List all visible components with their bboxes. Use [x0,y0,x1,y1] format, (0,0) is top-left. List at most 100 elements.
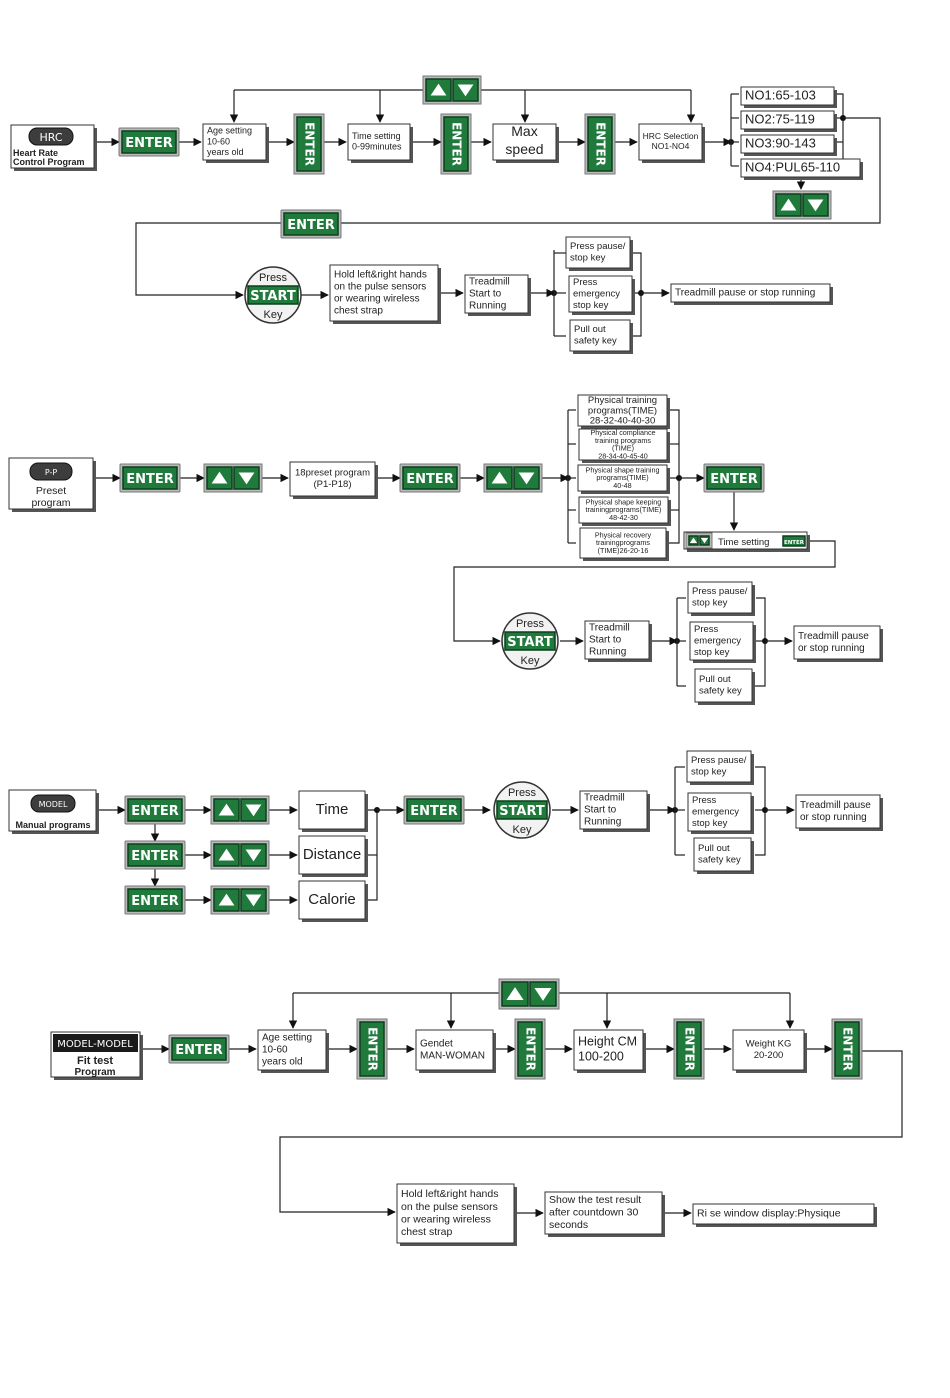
hrc-stop-pause-frame [565,236,631,269]
manual-updown-3[interactable] [210,885,270,915]
hrc-enter-4[interactable]: ENTER [584,113,616,175]
pp-time-label: Time setting [718,537,769,548]
fit-show-result-frame [544,1191,663,1235]
fit-enter-1[interactable]: ENTER [168,1034,230,1064]
fit-hold-hands-line: on the pulse sensors [401,1201,498,1213]
hrc-updown-right[interactable] [772,190,832,220]
manual-stop-emergency-line: Press [692,795,717,806]
fit-label: Program [74,1067,115,1078]
hrc-hold-hands-line: or wearing wireless [334,294,420,305]
manual-enter-3[interactable]: ENTER [124,885,186,915]
arrow-down-icon [534,987,552,1001]
fit-gender-line: Gendet [420,1039,453,1050]
manual-updown-2[interactable] [210,840,270,870]
manual-stop-safety-line: Pull out [698,843,730,854]
manual-stop-pause-line: Press pause/ [691,755,747,766]
fit-key-icon [53,1034,138,1052]
hrc-option-1-line: NO1:65-103 [745,87,816,102]
hrc-selection-frame [638,123,703,161]
pp-enter-2[interactable]: ENTER [399,463,461,493]
manual-stop-pause-frame [686,750,752,783]
pp-stop-safety-line: safety key [699,686,742,697]
fit-age-setting-line: years old [262,1057,303,1068]
arrow-up-icon [211,471,228,484]
manual-option-calorie: Calorie [298,880,368,922]
manual-updown-1[interactable] [210,795,270,825]
pp-updown-1[interactable] [203,463,263,493]
hrc-time-setting-frame [347,123,411,161]
hrc-enter-2[interactable]: ENTER [293,113,325,175]
arrow-down-icon [245,894,262,907]
manual-enter-main[interactable]: ENTER [403,795,465,825]
enter-label: ENTER [287,218,335,233]
fit-label: Fit test [77,1055,113,1067]
arrow-down-icon [238,472,255,485]
hrc-stop-pause-line: stop key [570,253,606,264]
fit-enter-2[interactable]: ENTER [356,1018,388,1080]
pp-program-4-line: trainingprograms(TIME) [586,505,662,514]
enter-button-face [296,116,322,172]
enter-label: ENTER [841,1027,855,1071]
fit-enter-3[interactable]: ENTER [514,1018,546,1080]
pp-program-4: Physical shape keepingtrainingprograms(T… [578,496,671,526]
enter-button-face [443,116,469,172]
hrc-stop-emergency-line: Press [573,277,598,288]
manual-treadmill-run-line: Running [584,817,621,828]
manual-stop-emergency-line: stop key [692,818,728,829]
pp-program-2-frame [578,428,668,461]
enter-button-face [402,466,458,490]
manual-option-distance: Distance [298,835,368,877]
pp-treadmill-run-line: Running [589,647,626,658]
pp-program-2-line: 28-34-40-45-40 [598,451,648,460]
pp-enter-1[interactable]: ENTER [119,463,181,493]
manual-key-icon [30,794,76,813]
enter-label: ENTER [131,804,179,819]
arrow-down-icon [245,849,262,862]
manual-enter-2[interactable]: ENTER [124,840,186,870]
arrow-up-icon [780,198,797,211]
fit-updown-top[interactable] [498,978,560,1010]
hrc-result-line: Treadmill pause or stop running [675,288,815,299]
hrc-enter-3[interactable]: ENTER [440,113,472,175]
pp-time-enter-mini[interactable]: ENTER [782,535,806,547]
arrow-up-icon [218,848,235,861]
enter-button-face [171,1037,227,1061]
hrc-enter-5[interactable]: ENTER [280,209,342,239]
fit-enter-4[interactable]: ENTER [673,1018,705,1080]
fit-height-frame [573,1029,644,1071]
pp-program-3-frame [577,464,668,492]
hrc-enter-1[interactable]: ENTER [118,127,180,157]
enter-mini-face [782,535,806,547]
hrc-stop-emergency-line: stop key [573,300,609,311]
manual-result-frame [795,794,881,829]
pp-updown-2[interactable] [483,463,543,493]
press-label: Press [508,787,537,799]
pp-enter-3[interactable]: ENTER [703,463,765,493]
pp-treadmill-run-line: Start to [589,635,622,646]
pp-time-updown[interactable] [685,532,713,549]
arrow-down-icon [518,472,535,485]
pp-program-3-line: Physical shape training [586,465,660,474]
pp-program-1-line: Physical training [588,395,657,406]
arrow-up-icon [689,537,698,544]
fit-enter-5[interactable]: ENTER [831,1018,863,1080]
hrc-stop-emergency-line: emergency [573,288,620,299]
enter-button-face [517,1021,543,1077]
enter-label: ENTER [175,1043,223,1058]
pp-program-2-line: Physical compliance [590,428,655,437]
manual-enter-1[interactable]: ENTER [124,795,186,825]
hrc-result-frame [670,283,831,303]
hrc-updown-top[interactable] [422,75,482,105]
hrc-option-2: NO2:75-119 [740,110,837,132]
